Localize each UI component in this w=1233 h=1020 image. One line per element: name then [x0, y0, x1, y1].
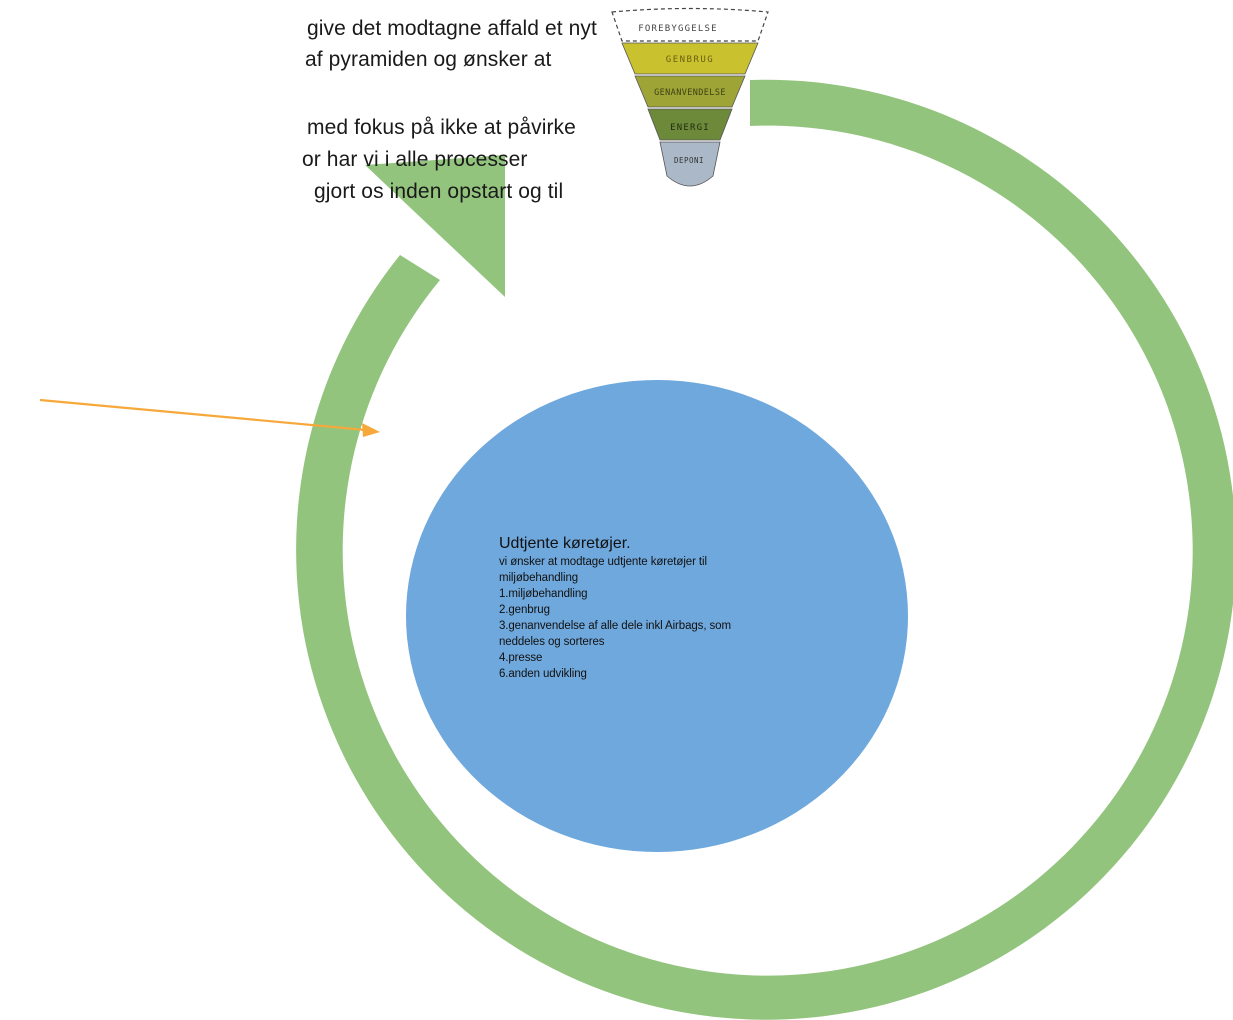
circle-text-line: vi ønsker at modtage udtjente køretøjer … [499, 556, 707, 568]
circle-text-line: 4.presse [499, 652, 543, 664]
pyramid-label-genanvendelse: GENANVENDELSE [654, 88, 726, 98]
circle-text-line: 1.miljøbehandling [499, 588, 588, 600]
pyramid-level-energi [647, 108, 733, 141]
center-circle [406, 380, 908, 852]
circle-text-line: 6.anden udvikling [499, 668, 587, 680]
pyramid-label-deponi: DEPONI [674, 156, 704, 165]
intro-text-line: med fokus på ikke at påvirke [307, 116, 576, 139]
circle-text-line: neddeles og sorteres [499, 636, 605, 648]
intro-text-line: or har vi i alle processer [302, 148, 528, 171]
circle-title: Udtjente køretøjer. [499, 535, 631, 552]
circle-text-block: Udtjente køretøjer. vi ønsker at modtage… [499, 535, 799, 682]
cycle-arrow-head [365, 155, 505, 297]
circle-text-line: 3.genanvendelse af alle dele inkl Airbag… [499, 620, 731, 632]
pyramid-level-genanvendelse [634, 75, 746, 108]
pyramid-level-forebyggelse [611, 7, 769, 42]
intro-text-line: give det modtagne affald et nyt [307, 17, 597, 40]
pyramid-label-energi: ENERGI [670, 123, 710, 133]
intro-text-line: af pyramiden og ønsker at [305, 48, 552, 71]
circle-text-line: 2.genbrug [499, 604, 550, 616]
pointer-arrow [39, 398, 380, 437]
circle-text-line: miljøbehandling [499, 572, 579, 584]
waste-pyramid: FOREBYGGELSE GENBRUG GENANVENDELSE ENERG… [611, 7, 769, 187]
pyramid-level-deponi [659, 141, 721, 187]
cycle-arrow [296, 79, 1233, 1020]
pyramid-label-genbrug: GENBRUG [666, 55, 714, 65]
pyramid-level-genbrug [621, 42, 759, 75]
pyramid-label-forebyggelse: FOREBYGGELSE [638, 24, 717, 34]
intro-text-line: gjort os inden opstart og til [314, 180, 564, 203]
